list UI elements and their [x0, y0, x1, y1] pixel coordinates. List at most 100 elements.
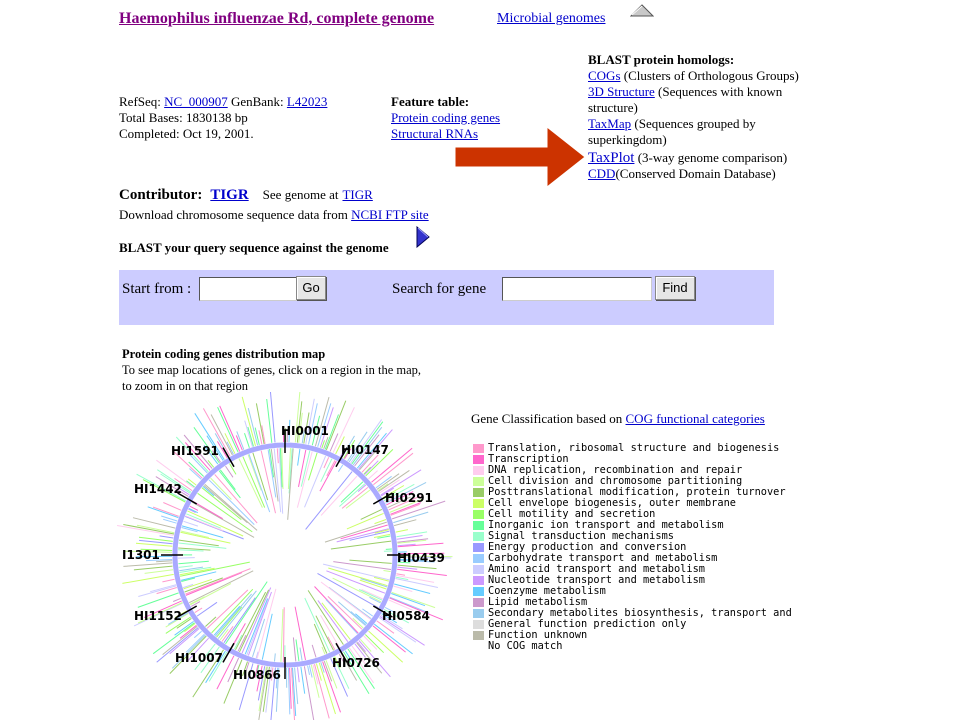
ncbi-ftp-link[interactable]: NCBI FTP site [351, 207, 429, 222]
legend-swatch [473, 598, 484, 607]
gene-spoke [379, 615, 425, 646]
gene-spoke [389, 498, 424, 513]
gene-label-hi1591[interactable]: HI1591 [171, 444, 219, 458]
legend-label: General function prediction only [488, 618, 687, 630]
gene-spoke [202, 486, 215, 497]
gene-spoke [242, 661, 248, 677]
start-from-input[interactable] [199, 277, 297, 301]
gene-spoke [340, 481, 364, 503]
gene-spoke [289, 667, 292, 709]
gene-spoke [261, 613, 273, 660]
gene-spoke [182, 583, 194, 589]
gene-spoke [180, 571, 217, 581]
gene-spoke [177, 486, 190, 496]
gene-label-hi1442[interactable]: HI1442 [134, 482, 182, 496]
gene-spoke [169, 635, 207, 674]
gene-spoke [187, 510, 244, 537]
protein-coding-genes-link[interactable]: Protein coding genes [391, 110, 501, 125]
contributor-tigr-link[interactable]: TIGR [210, 187, 249, 203]
gene-spoke [136, 473, 187, 502]
legend-item: Amino acid transport and metabolism [473, 564, 798, 575]
gene-spoke [397, 564, 437, 570]
gene-label-hi0291[interactable]: HI0291 [385, 491, 433, 505]
cogs-link[interactable]: COGs [588, 68, 621, 83]
gene-spoke [379, 479, 400, 494]
gene-spoke [181, 577, 196, 582]
genbank-link[interactable]: L42023 [286, 94, 328, 109]
taxplot-link[interactable]: TaxPlot [588, 150, 635, 166]
up-triangle-icon[interactable] [630, 3, 654, 17]
gene-spoke [350, 611, 367, 626]
gene-spoke [202, 408, 231, 457]
gene-label-hi0001[interactable]: HI0001 [281, 424, 329, 438]
gene-spoke [332, 407, 355, 453]
microbial-genomes-link[interactable]: Microbial genomes [497, 11, 606, 26]
genome-distribution-map[interactable] [110, 392, 460, 720]
find-button[interactable]: Find [655, 276, 695, 300]
gene-spoke [395, 576, 409, 581]
gene-spoke [236, 431, 245, 450]
legend-label: Cell division and chromosome partitionin… [488, 475, 743, 487]
gene-label-hi1007[interactable]: HI1007 [175, 651, 223, 665]
gene-spoke [314, 396, 330, 447]
gene-spoke [210, 414, 233, 456]
go-button[interactable]: Go [296, 276, 326, 300]
gene-spoke [258, 666, 267, 712]
gene-spoke [258, 430, 263, 445]
gene-label-hi0726[interactable]: HI0726 [332, 656, 380, 670]
gene-spoke [312, 664, 319, 685]
gene-spoke [123, 524, 175, 535]
microbial-genomes-nav[interactable]: Microbial genomes [497, 11, 605, 27]
gene-spoke [163, 518, 177, 524]
gene-spoke [189, 468, 202, 480]
download-line: Download chromosome sequence data from N… [119, 207, 429, 223]
cog-functional-categories-link[interactable]: COG functional categories [625, 411, 765, 426]
gene-label-hi0147[interactable]: HI0147 [341, 443, 389, 457]
gene-tick [222, 447, 235, 468]
legend-item: Function unknown [473, 630, 798, 641]
genome-title[interactable]: Haemophilus influenzae Rd, complete geno… [119, 10, 435, 27]
see-genome-tigr-link[interactable]: TIGR [342, 187, 373, 202]
gene-spoke [270, 448, 279, 502]
gene-spoke [324, 414, 339, 450]
gene-spoke [156, 459, 195, 489]
play-arrow-icon[interactable] [416, 226, 430, 248]
legend-item: Lipid metabolism [473, 597, 798, 608]
gene-spoke [211, 450, 221, 463]
gene-spoke [186, 513, 221, 529]
gene-spoke [247, 454, 262, 491]
taxmap-link[interactable]: TaxMap [588, 116, 632, 131]
3d-structure-link[interactable]: 3D Structure [588, 84, 655, 99]
search-bar: Start from : Go Search for gene Find [119, 270, 774, 325]
cdd-link[interactable]: CDD [588, 166, 616, 181]
gene-spoke [351, 645, 366, 665]
gene-label-i1301[interactable]: I1301 [122, 548, 160, 562]
gene-spoke [395, 578, 439, 588]
structural-rnas-link[interactable]: Structural RNAs [391, 126, 479, 141]
gene-spoke [339, 483, 366, 507]
legend-item: Translation, ribosomal structure and bio… [473, 443, 798, 454]
legend-swatch [473, 631, 484, 640]
gene-label-hi0866[interactable]: HI0866 [233, 668, 281, 682]
gene-spoke [373, 533, 391, 538]
legend-label: DNA replication, recombination and repai… [488, 464, 743, 476]
gene-label-hi1152[interactable]: HI1152 [134, 609, 182, 623]
genome-title-link[interactable]: Haemophilus influenzae Rd, complete geno… [119, 10, 434, 28]
gene-spoke [335, 436, 345, 455]
gene-label-hi0439[interactable]: HI0439 [397, 551, 445, 565]
refseq-link[interactable]: NC_000907 [164, 94, 228, 109]
gene-spoke [350, 419, 383, 464]
gene-spoke [359, 579, 387, 590]
homolog-cdd: CDD(Conserved Domain Database) [588, 166, 833, 182]
gene-spoke [178, 542, 227, 549]
gene-spoke [301, 431, 305, 444]
gene-spoke [139, 539, 173, 545]
gene-spoke [239, 589, 270, 653]
gene-spoke [341, 487, 369, 509]
gene-spoke [178, 539, 219, 547]
gene-spoke [349, 559, 392, 564]
gene-spoke [282, 607, 285, 663]
gene-spoke [210, 477, 232, 500]
search-gene-input[interactable] [502, 277, 652, 301]
gene-label-hi0584[interactable]: HI0584 [382, 609, 430, 623]
